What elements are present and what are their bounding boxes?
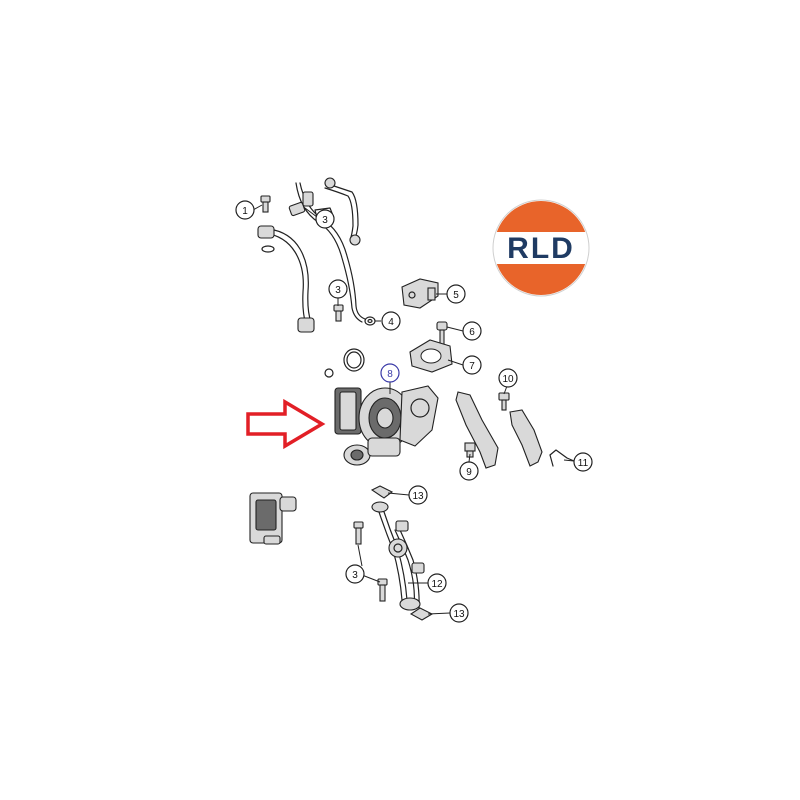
svg-text:6: 6 — [469, 327, 475, 338]
banjo-bolt-1 — [260, 195, 271, 213]
coolant-pipe-12 — [371, 501, 425, 611]
svg-text:13: 13 — [412, 491, 424, 502]
oil-return-pipe — [257, 225, 315, 333]
bracket-10 — [509, 409, 543, 467]
bolt-10 — [498, 392, 510, 411]
inlet-gasket — [324, 348, 365, 378]
callout-13-lower: 13 — [449, 603, 469, 623]
svg-text:7: 7 — [469, 361, 475, 372]
svg-text:3: 3 — [352, 570, 358, 581]
bolt-3-lower-b — [377, 578, 388, 602]
callout-9: 9 — [459, 461, 479, 481]
callout-4: 4 — [381, 311, 401, 331]
clip-11 — [549, 449, 575, 467]
red-arrow-icon — [246, 398, 326, 450]
turbocharger-8 — [334, 385, 439, 466]
svg-text:10: 10 — [502, 374, 514, 385]
callout-3-upper: 3 — [315, 209, 335, 229]
svg-text:5: 5 — [453, 290, 459, 301]
gasket-7 — [409, 339, 453, 373]
callout-8: 8 — [380, 363, 400, 383]
callout-10: 10 — [498, 368, 518, 388]
callout-13-upper: 13 — [408, 485, 428, 505]
callout-11: 11 — [573, 452, 593, 472]
gasket-13-upper — [370, 485, 394, 499]
callout-7: 7 — [462, 355, 482, 375]
bolt-3-upper — [333, 304, 344, 322]
callout-3-mid: 3 — [328, 279, 348, 299]
svg-text:3: 3 — [322, 215, 328, 226]
bolt-3-lower-a — [353, 521, 364, 545]
bracket-5 — [401, 278, 439, 309]
bracket-9 — [455, 391, 499, 469]
svg-text:1: 1 — [242, 206, 248, 217]
svg-text:13: 13 — [453, 609, 465, 620]
upper-oil-feed-pipe — [288, 177, 366, 323]
logo-text: RLD — [507, 232, 575, 265]
callout-12: 12 — [427, 573, 447, 593]
callout-1: 1 — [235, 200, 255, 220]
svg-text:4: 4 — [388, 317, 394, 328]
svg-text:3: 3 — [335, 285, 341, 296]
rld-logo: RLD — [492, 199, 590, 297]
svg-text:8: 8 — [387, 369, 393, 380]
callout-6: 6 — [462, 321, 482, 341]
washer-4 — [364, 316, 376, 326]
svg-text:11: 11 — [578, 458, 589, 469]
callout-5: 5 — [446, 284, 466, 304]
callout-3-lower: 3 — [345, 564, 365, 584]
actuator — [249, 492, 297, 545]
svg-text:12: 12 — [431, 579, 443, 590]
svg-text:9: 9 — [466, 467, 472, 478]
